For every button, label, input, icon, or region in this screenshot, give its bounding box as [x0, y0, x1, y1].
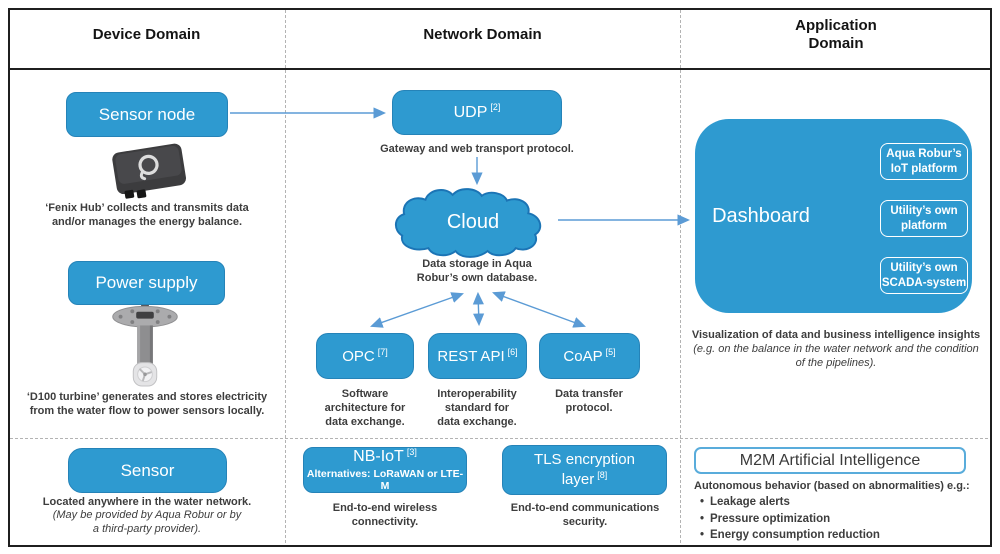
cloud-label: Cloud: [446, 210, 500, 233]
m2m-ai-box: M2M Artificial Intelligence: [694, 447, 966, 474]
platform-utility-scada: Utility’s own SCADA-system: [880, 257, 968, 294]
opc-box: OPC[7]: [316, 333, 414, 379]
opc-caption: Software architecture for data exchange.: [324, 388, 406, 429]
rest-api-ref-sup: [6]: [507, 346, 518, 357]
coap-label: CoAP[5]: [563, 346, 616, 365]
tls-caption: End-to-end communications security.: [510, 502, 660, 529]
rest-api-box: REST API[6]: [428, 333, 527, 379]
nbiot-ref-sup: [3]: [406, 446, 417, 457]
sensor-box: Sensor: [68, 448, 227, 493]
udp-box: UDP[2]: [392, 90, 562, 135]
platform-aqua-robur-iot: Aqua Robur’s IoT platform: [880, 143, 968, 180]
fenix-hub-device-icon: [112, 143, 186, 199]
column-divider-left: [285, 10, 286, 543]
rest-api-caption: Interoperability standard for data excha…: [437, 388, 517, 429]
outer-frame: [8, 8, 992, 547]
header-device-domain: Device Domain: [92, 26, 201, 43]
dashboard-label: Dashboard: [712, 204, 810, 227]
power-supply-label: Power supply: [95, 273, 198, 292]
list-item: •Leakage alerts: [694, 494, 986, 511]
list-item: •Energy consumption reduction: [694, 527, 986, 544]
column-divider-right: [680, 10, 681, 543]
tls-label: TLS encryption layer[8]: [534, 450, 635, 488]
power-supply-box: Power supply: [68, 261, 225, 305]
arrow-cloud-rest-api: [472, 291, 485, 327]
rest-api-label: REST API[6]: [437, 346, 518, 365]
m2m-ai-label: M2M Artificial Intelligence: [739, 451, 921, 469]
arrow-cloud-coap: [492, 291, 586, 328]
dashboard-box: Dashboard Aqua Robur’s IoT platform Util…: [695, 119, 972, 313]
bullet-icon: •: [699, 529, 705, 541]
udp-caption: Gateway and web transport protocol.: [380, 143, 574, 155]
nbiot-caption: End-to-end wireless connectivity.: [332, 502, 438, 529]
sensor-node-box: Sensor node: [66, 92, 228, 137]
nbiot-box: NB-IoT[3] Alternatives: LoRaWAN or LTE-M: [303, 447, 467, 493]
arrow-cloud-opc: [370, 292, 464, 328]
udp-label: UDP[2]: [453, 102, 501, 121]
tls-box: TLS encryption layer[8]: [502, 445, 667, 495]
d100-turbine-caption: ‘D100 turbine’ generates and stores elec…: [26, 391, 268, 418]
header-divider-line: [8, 68, 990, 70]
coap-box: CoAP[5]: [539, 333, 640, 379]
nbiot-label: NB-IoT[3]: [353, 446, 417, 466]
sensor-label: Sensor: [120, 460, 175, 480]
bottom-row-divider: [10, 438, 988, 439]
cloud-shape: Cloud: [389, 188, 557, 258]
coap-ref-sup: [5]: [605, 346, 616, 357]
header-application-domain: Application Domain: [795, 17, 877, 52]
m2m-caption: Autonomous behavior (based on abnormalit…: [694, 480, 970, 492]
udp-ref-sup: [2]: [490, 102, 501, 113]
bullet-icon: •: [699, 512, 705, 525]
dashboard-caption: Visualization of data and business intel…: [691, 329, 981, 370]
list-item: •Pressure optimization: [694, 511, 986, 528]
platform-utility-own: Utility’s own platform: [880, 200, 968, 237]
bullet-icon: •: [699, 496, 705, 508]
header-network-domain: Network Domain: [423, 26, 542, 43]
nbiot-alternatives-label: Alternatives: LoRaWAN or LTE-M: [306, 467, 464, 492]
tls-ref-sup: [8]: [597, 470, 608, 480]
opc-label: OPC[7]: [342, 346, 388, 365]
cloud-icon: [394, 188, 542, 258]
cloud-caption: Data storage in Aqua Robur’s own databas…: [416, 258, 538, 285]
opc-ref-sup: [7]: [377, 346, 388, 357]
m2m-bullet-list: •Leakage alerts •Pressure optimization •…: [694, 494, 986, 544]
sensor-caption: Located anywhere in the water network.: [42, 496, 252, 508]
sensor-caption-note: (May be provided by Aqua Robur or by a t…: [52, 509, 242, 536]
coap-caption: Data transfer protocol.: [555, 388, 623, 415]
d100-turbine-device-icon: [112, 304, 178, 387]
sensor-node-label: Sensor node: [98, 104, 196, 124]
fenix-hub-caption: ‘Fenix Hub’ collects and transmits data …: [45, 202, 249, 229]
